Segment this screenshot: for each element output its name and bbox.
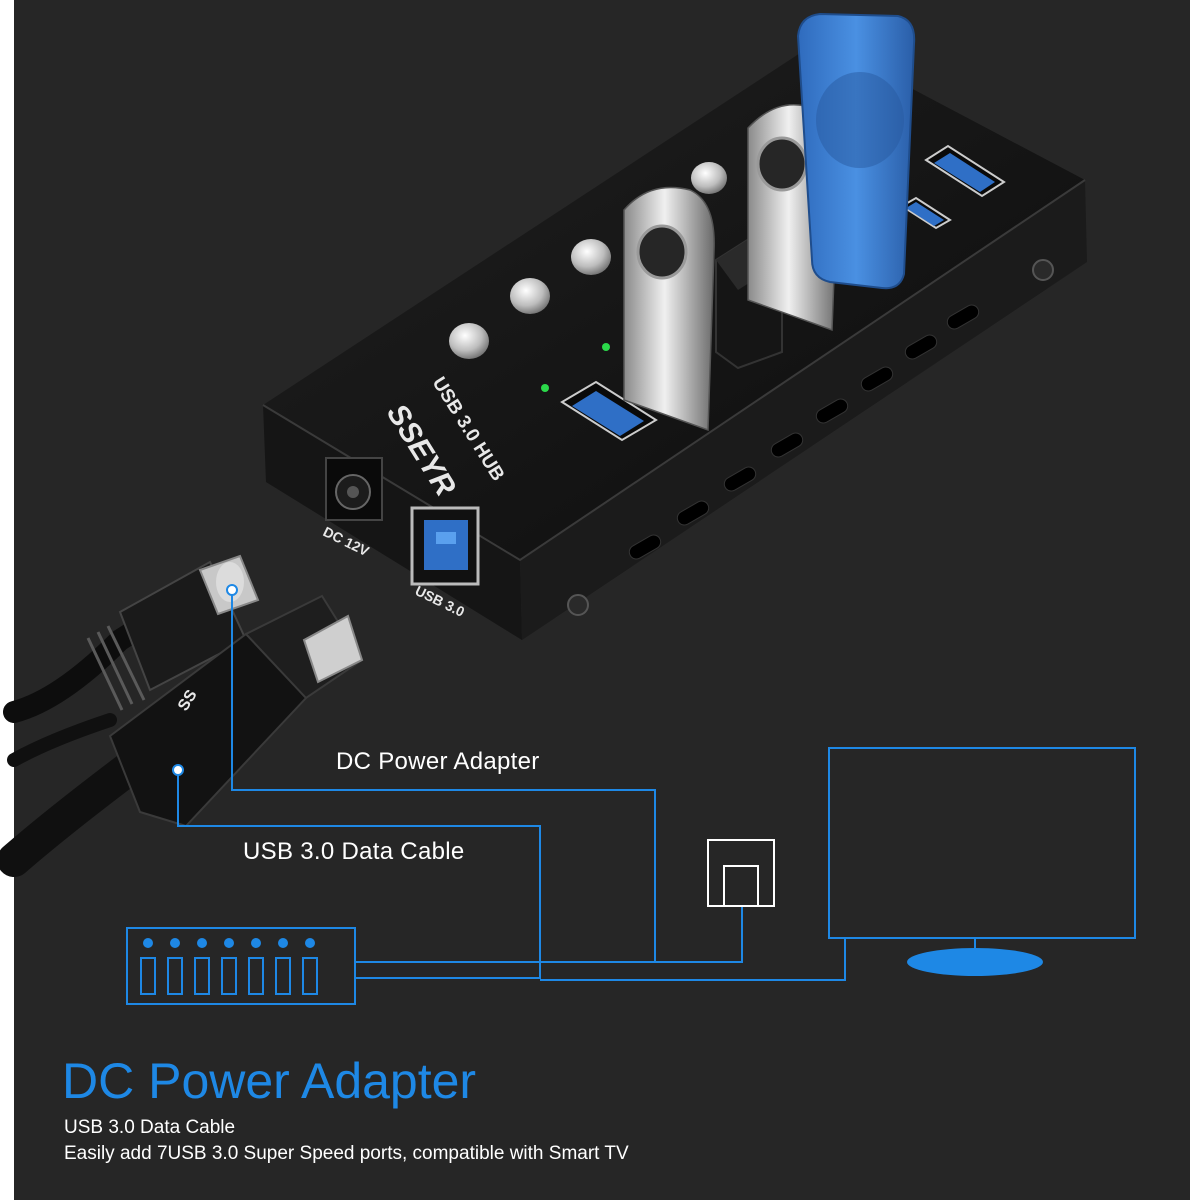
- usb-hub-icon: [126, 927, 356, 1005]
- tv-route-line: [540, 938, 846, 981]
- monitor-icon: [828, 747, 1136, 952]
- outlet-route-line: [655, 906, 743, 963]
- power-plug-marker-icon: [226, 584, 238, 596]
- hub-side-face: [520, 180, 1087, 640]
- power-route-line: [231, 592, 656, 963]
- port-switch-buttons: [449, 162, 727, 359]
- usb-a-port: [900, 196, 952, 230]
- dc-power-jack: [325, 457, 383, 521]
- screw-icon: [567, 594, 589, 616]
- caption-headline: DC Power Adapter: [62, 1053, 477, 1109]
- usb-a-port: [560, 380, 658, 442]
- switch-button: [510, 278, 550, 314]
- switch-button: [571, 239, 611, 275]
- usb-hub: DC 12V USB 3.0 SSEYR USB 3.0 HUB: [262, 12, 1087, 640]
- power-outlet-icon: [707, 839, 775, 907]
- caption-line-1: USB 3.0 Data Cable: [64, 1117, 236, 1138]
- switch-button: [691, 162, 727, 194]
- connection-diagram: [126, 592, 1136, 1005]
- hub-port-leds-icon: [143, 938, 315, 948]
- dc-power-adapter-label: DC Power Adapter: [336, 748, 540, 775]
- led-icon: [541, 384, 549, 392]
- screw-icon: [1032, 259, 1054, 281]
- switch-button: [449, 323, 489, 359]
- data-cable-marker-icon: [172, 764, 184, 776]
- caption-line-2: Easily add 7USB 3.0 Super Speed ports, c…: [64, 1143, 629, 1164]
- diagram-endpoints: [172, 584, 238, 776]
- usb-3-0-data-cable: SS: [0, 594, 364, 877]
- monitor-stand-icon: [907, 948, 1043, 976]
- usb-b-upstream-port: [410, 506, 480, 586]
- usb-a-port: [924, 144, 1006, 198]
- usb-data-cable-label: USB 3.0 Data Cable: [243, 838, 465, 865]
- metal-flash-drive: [623, 186, 715, 432]
- data-route-line: [177, 770, 541, 979]
- dc-power-cable: [3, 554, 260, 723]
- led-icon: [602, 343, 610, 351]
- blue-flash-drive: [796, 12, 916, 290]
- hub-side-vents: [628, 304, 980, 560]
